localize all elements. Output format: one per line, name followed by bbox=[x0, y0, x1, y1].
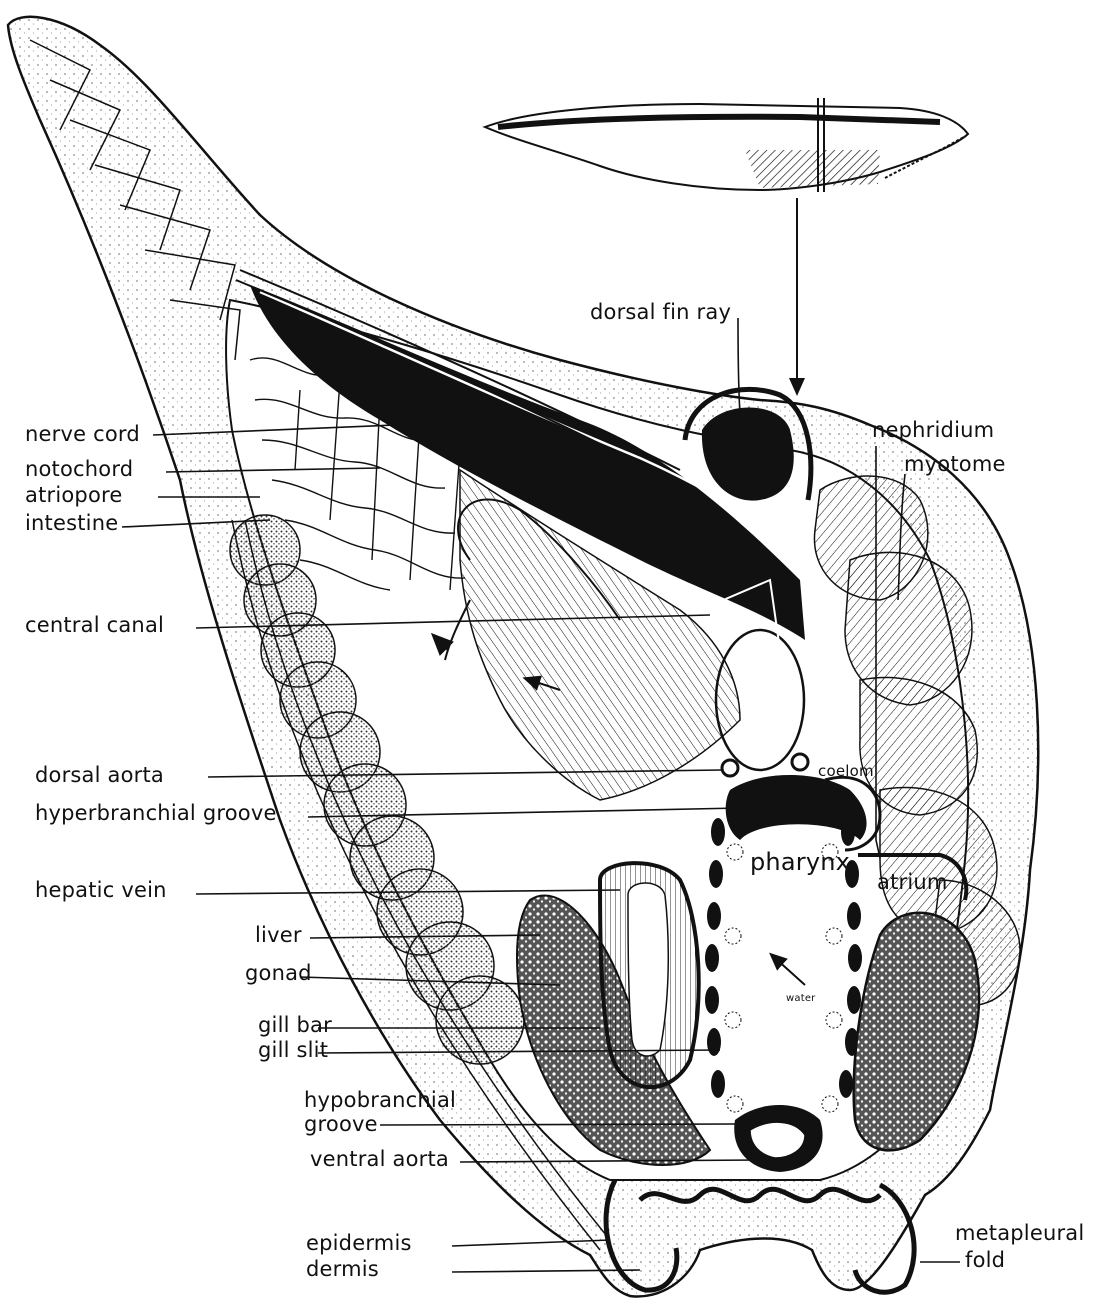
label-nephridium: nephridium bbox=[872, 420, 994, 441]
label-nerve-cord: nerve cord bbox=[25, 424, 140, 445]
label-central-canal: central canal bbox=[25, 615, 164, 636]
label-atrium: atrium bbox=[877, 872, 948, 893]
label-atriopore: atriopore bbox=[25, 485, 123, 506]
label-gonad: gonad bbox=[245, 963, 312, 984]
label-metapleural: metapleural bbox=[955, 1223, 1084, 1244]
label-intestine: intestine bbox=[25, 513, 118, 534]
label-gill-bar: gill bar bbox=[258, 1015, 332, 1036]
label-dorsal-fin-ray: dorsal fin ray bbox=[590, 302, 731, 323]
label-fold: fold bbox=[965, 1250, 1005, 1271]
label-dermis: dermis bbox=[306, 1259, 379, 1280]
label-hypobranchial: hypobranchial bbox=[304, 1090, 456, 1111]
body-section bbox=[8, 17, 1038, 1297]
label-myotome: myotome bbox=[904, 454, 1006, 475]
label-notochord: notochord bbox=[25, 459, 133, 480]
label-gill-slit: gill slit bbox=[258, 1040, 328, 1061]
label-groove: groove bbox=[304, 1114, 378, 1135]
label-epidermis: epidermis bbox=[306, 1233, 412, 1254]
label-ventral-aorta: ventral aorta bbox=[310, 1149, 449, 1170]
label-hyperbranchial-groove: hyperbranchial groove bbox=[35, 803, 277, 824]
label-pharynx: pharynx bbox=[750, 850, 850, 874]
label-water: water bbox=[786, 994, 816, 1004]
label-liver: liver bbox=[255, 925, 302, 946]
inset-whole-animal bbox=[485, 98, 968, 388]
label-dorsal-aorta: dorsal aorta bbox=[35, 765, 164, 786]
label-coelom: coelom bbox=[818, 764, 874, 779]
label-hepatic-vein: hepatic vein bbox=[35, 880, 167, 901]
